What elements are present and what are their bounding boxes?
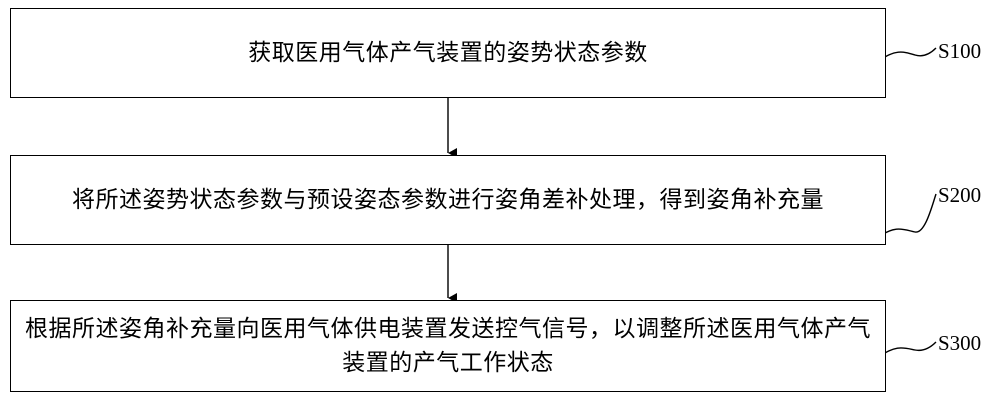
step-text-s300: 根据所述姿角补充量向医用气体供电装置发送控气信号，以调整所述医用气体产气装置的产… [11,312,885,380]
step-box-s200: 将所述姿势状态参数与预设姿态参数进行姿角差补处理，得到姿角补充量 [10,155,886,245]
leader-line-s300 [878,342,936,358]
leader-line-s100 [878,48,936,62]
step-text-s200: 将所述姿势状态参数与预设姿态参数进行姿角差补处理，得到姿角补充量 [58,183,838,217]
step-box-s300: 根据所述姿角补充量向医用气体供电装置发送控气信号，以调整所述医用气体产气装置的产… [10,300,886,392]
step-label-s300: S300 [938,331,981,355]
step-text-s100: 获取医用气体产气装置的姿势状态参数 [234,36,662,70]
step-box-s100: 获取医用气体产气装置的姿势状态参数 [10,8,886,98]
step-label-s100: S100 [938,39,981,63]
leader-line-s200 [878,194,936,238]
step-label-s200: S200 [938,183,981,207]
